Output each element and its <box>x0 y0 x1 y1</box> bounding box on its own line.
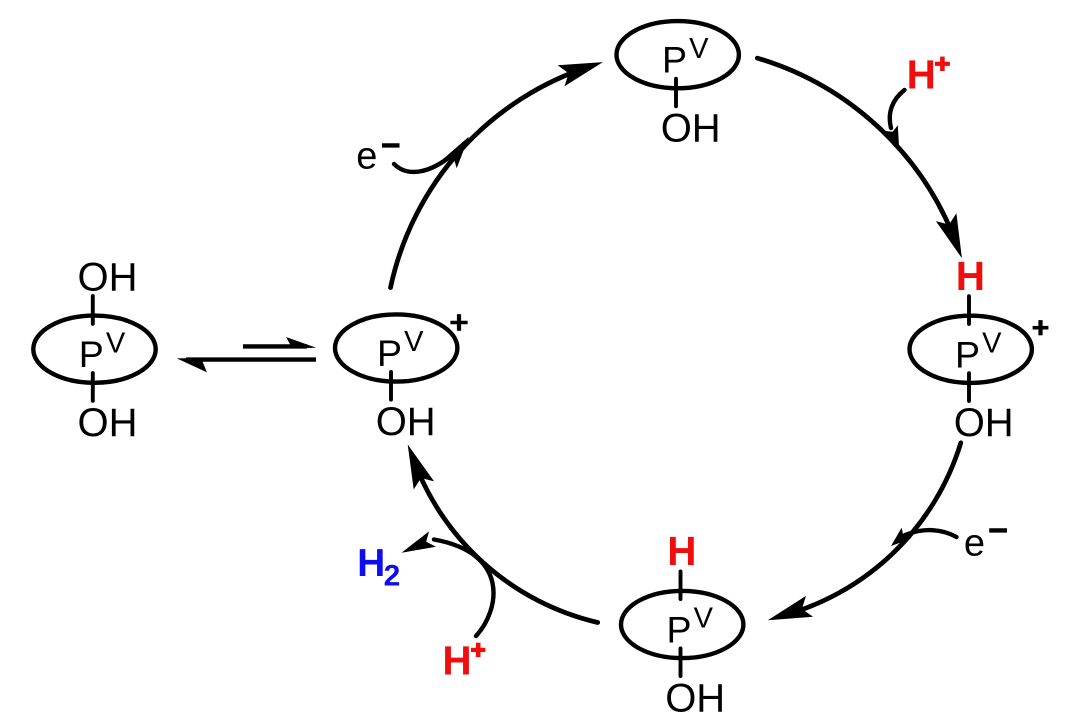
svg-text:2: 2 <box>384 560 401 593</box>
svg-text:H: H <box>667 528 696 574</box>
svg-text:H: H <box>442 638 471 684</box>
svg-text:OH: OH <box>78 255 138 299</box>
svg-text:OH: OH <box>661 107 721 151</box>
svg-text:H: H <box>956 253 985 299</box>
svg-text:P: P <box>667 609 692 651</box>
svg-text:V: V <box>694 603 714 635</box>
svg-text:V: V <box>982 327 1002 359</box>
svg-text:OH: OH <box>78 401 138 445</box>
svg-text:P: P <box>79 333 104 375</box>
svg-text:OH: OH <box>376 400 436 444</box>
svg-text:V: V <box>689 33 709 65</box>
svg-text:e: e <box>356 135 377 177</box>
svg-text:V: V <box>404 326 424 358</box>
svg-text:e: e <box>964 522 985 564</box>
svg-text:P: P <box>662 39 687 81</box>
svg-text:OH: OH <box>954 401 1014 445</box>
svg-text:H: H <box>907 52 936 98</box>
svg-text:P: P <box>955 333 980 375</box>
svg-text:P: P <box>377 332 402 374</box>
svg-text:OH: OH <box>665 676 725 720</box>
svg-text:H: H <box>357 542 385 585</box>
svg-text:V: V <box>106 327 126 359</box>
